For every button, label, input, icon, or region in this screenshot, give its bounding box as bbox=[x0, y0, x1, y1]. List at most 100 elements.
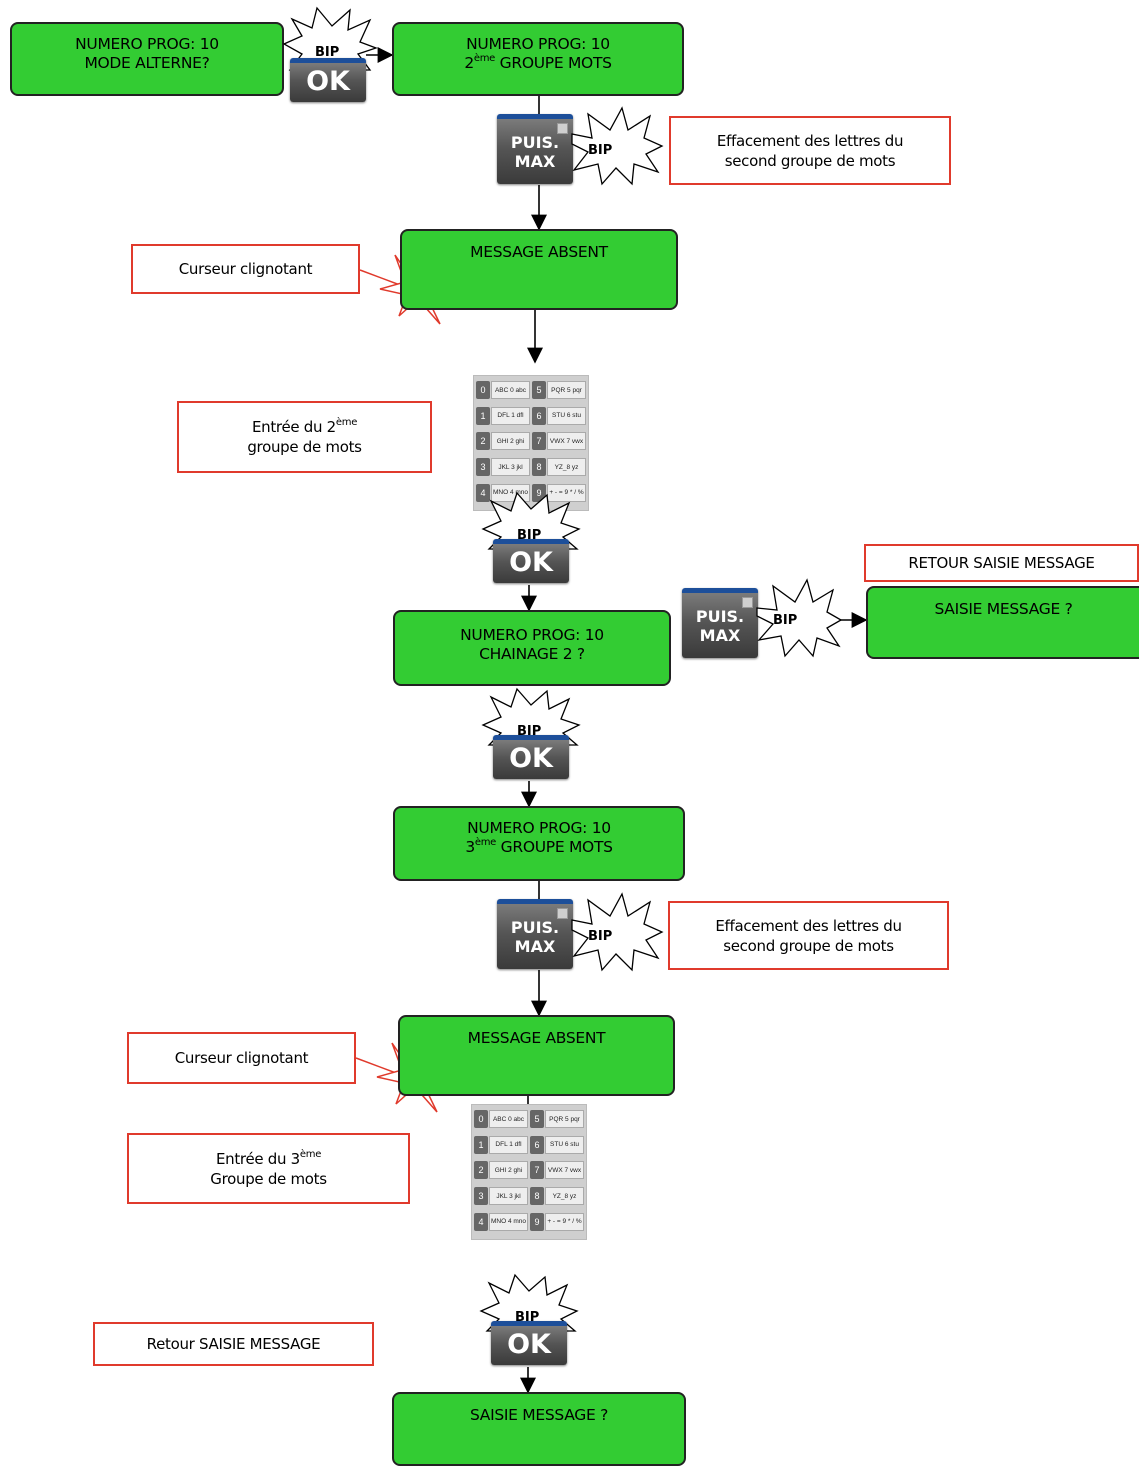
key-letters: STU 6 stu bbox=[545, 1135, 584, 1154]
key-letters: MNO 4 mno bbox=[489, 1212, 528, 1231]
puis-label: PUIS. bbox=[510, 918, 560, 937]
state-line: NUMERO PROG: 10 bbox=[466, 35, 610, 53]
ok-label: OK bbox=[509, 743, 553, 774]
bip-burst-1: BIP bbox=[282, 6, 378, 71]
state-line: NUMERO PROG: 10 bbox=[467, 819, 611, 837]
key-number: 3 bbox=[474, 1187, 488, 1206]
bip-label: BIP bbox=[315, 45, 339, 60]
note-curseur-1: Curseur clignotant bbox=[131, 244, 360, 294]
entree-text: Entrée du 3 bbox=[215, 1149, 300, 1168]
note-effacement-2: Effacement des lettres du second groupe … bbox=[668, 901, 949, 970]
keypad-key[interactable]: 9+ - = 9 * / % bbox=[532, 481, 586, 505]
note-line: Curseur clignotant bbox=[174, 1049, 309, 1067]
key-letters: GHI 2 ghi bbox=[491, 432, 530, 451]
note-retour-saisie-top: RETOUR SAISIE MESSAGE bbox=[864, 544, 1139, 582]
state-prog-alterne: NUMERO PROG: 10 MODE ALTERNE? bbox=[10, 22, 284, 96]
puis-label: PUIS. bbox=[695, 607, 745, 626]
group-text: GROUPE MOTS bbox=[495, 54, 612, 72]
ok-label: OK bbox=[306, 66, 350, 97]
key-letters: JKL 3 jkl bbox=[491, 458, 530, 477]
key-letters: GHI 2 ghi bbox=[489, 1161, 528, 1180]
puis-max-button[interactable]: PUIS. MAX bbox=[682, 588, 758, 658]
state-line: NUMERO PROG: 10 bbox=[75, 35, 219, 53]
note-line: second groupe de mots bbox=[724, 151, 896, 170]
ok-button[interactable]: OK bbox=[493, 539, 569, 583]
key-number: 9 bbox=[532, 483, 546, 502]
bip-burst-4: BIP bbox=[756, 578, 843, 658]
state-prog-groupe3: NUMERO PROG: 10 3ème GROUPE MOTS bbox=[393, 806, 685, 881]
note-effacement-1: Effacement des lettres du second groupe … bbox=[669, 116, 951, 185]
key-letters: + - = 9 * / % bbox=[545, 1212, 584, 1231]
key-number: 0 bbox=[476, 381, 490, 400]
note-entree-2: Entrée du 2ème groupe de mots bbox=[177, 401, 432, 473]
note-line: Effacement des lettres du bbox=[715, 916, 902, 935]
bip-burst-2: BIP bbox=[571, 106, 664, 186]
key-number: 5 bbox=[530, 1110, 544, 1129]
bip-label: BIP bbox=[588, 929, 612, 944]
bip-burst-6: BIP bbox=[571, 892, 664, 972]
note-line: second groupe de mots bbox=[723, 936, 894, 955]
key-letters: YZ_8 yz bbox=[545, 1187, 584, 1206]
key-number: 6 bbox=[532, 406, 546, 425]
entree-suffix: ème bbox=[335, 417, 358, 428]
state-line: SAISIE MESSAGE ? bbox=[934, 600, 1073, 618]
puis-max-button[interactable]: PUIS. MAX bbox=[497, 899, 573, 969]
group-suffix: ème bbox=[474, 836, 497, 848]
key-number: 4 bbox=[476, 483, 490, 502]
max-label: MAX bbox=[699, 626, 741, 645]
ok-label: OK bbox=[507, 1329, 551, 1360]
group-number: 3 bbox=[465, 838, 475, 856]
state-prog-chainage2: NUMERO PROG: 10 CHAINAGE 2 ? bbox=[393, 610, 671, 686]
led-indicator bbox=[742, 597, 753, 608]
key-number: 0 bbox=[474, 1110, 488, 1129]
key-letters: STU 6 stu bbox=[547, 406, 586, 425]
note-line-1: Entrée du 2ème bbox=[252, 417, 357, 437]
note-retour-saisie-bottom: Retour SAISIE MESSAGE bbox=[93, 1322, 374, 1366]
key-letters: ABC 0 abc bbox=[491, 381, 530, 400]
led-indicator bbox=[557, 123, 568, 134]
key-letters: PQR 5 pqr bbox=[547, 381, 586, 400]
state-message-absent-2: MESSAGE ABSENT bbox=[398, 1015, 675, 1096]
note-line-1: Entrée du 3ème bbox=[216, 1149, 321, 1169]
key-number: 9 bbox=[530, 1212, 544, 1231]
puis-max-button[interactable]: PUIS. MAX bbox=[497, 114, 573, 184]
entree-suffix: ème bbox=[299, 1148, 322, 1160]
ok-button[interactable]: OK bbox=[290, 58, 366, 102]
state-saisie-message-side: SAISIE MESSAGE ? bbox=[866, 586, 1139, 659]
ok-button[interactable]: OK bbox=[493, 735, 569, 779]
state-saisie-message-final: SAISIE MESSAGE ? bbox=[392, 1392, 686, 1466]
ok-label: OK bbox=[509, 547, 553, 578]
keypad-key[interactable]: 9+ - = 9 * / % bbox=[530, 1210, 584, 1234]
ok-button[interactable]: OK bbox=[491, 1321, 567, 1365]
note-line: Effacement des lettres du bbox=[716, 131, 904, 150]
key-number: 7 bbox=[532, 432, 546, 451]
key-letters: VWX 7 vwx bbox=[547, 432, 586, 451]
group-suffix: ème bbox=[473, 52, 496, 64]
state-line: MODE ALTERNE? bbox=[84, 54, 210, 72]
led-indicator bbox=[557, 908, 568, 919]
state-message-absent-1: MESSAGE ABSENT bbox=[400, 229, 678, 310]
